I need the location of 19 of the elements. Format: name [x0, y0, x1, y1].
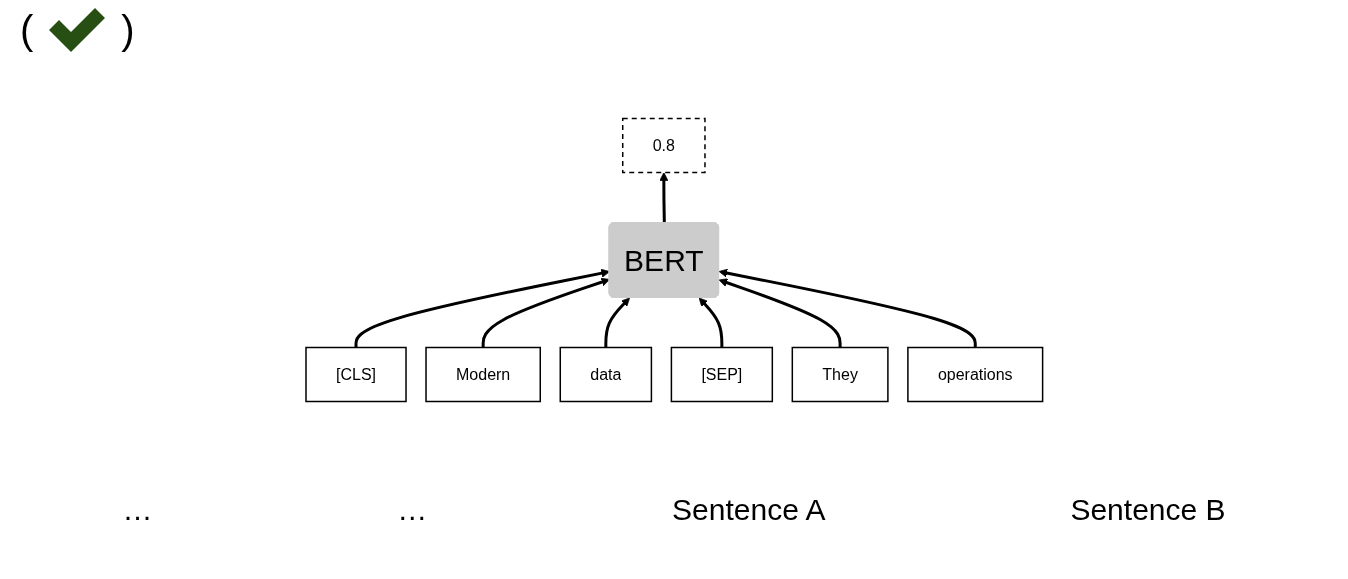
node-box: 0.8 [621, 117, 706, 174]
sentence-label: Sentence B [1070, 493, 1226, 527]
arrow [698, 297, 724, 348]
ellipsis-text: … [122, 493, 153, 527]
node-box: [CLS] [304, 346, 407, 403]
arrow [354, 268, 610, 348]
sentence-label: Sentence A [672, 493, 826, 527]
node-box: [SEP] [670, 346, 773, 403]
node-box: Modern [424, 346, 541, 403]
node-box: They [791, 346, 889, 403]
ellipsis-text: … [397, 493, 428, 527]
node-box: operations [906, 346, 1044, 403]
node-box: data [559, 346, 652, 403]
arrow [481, 277, 610, 348]
parenthesis: ( [20, 7, 34, 53]
arrow [718, 278, 842, 348]
parenthesis: ) [121, 7, 135, 53]
arrow [659, 172, 668, 224]
arrow [604, 297, 630, 348]
